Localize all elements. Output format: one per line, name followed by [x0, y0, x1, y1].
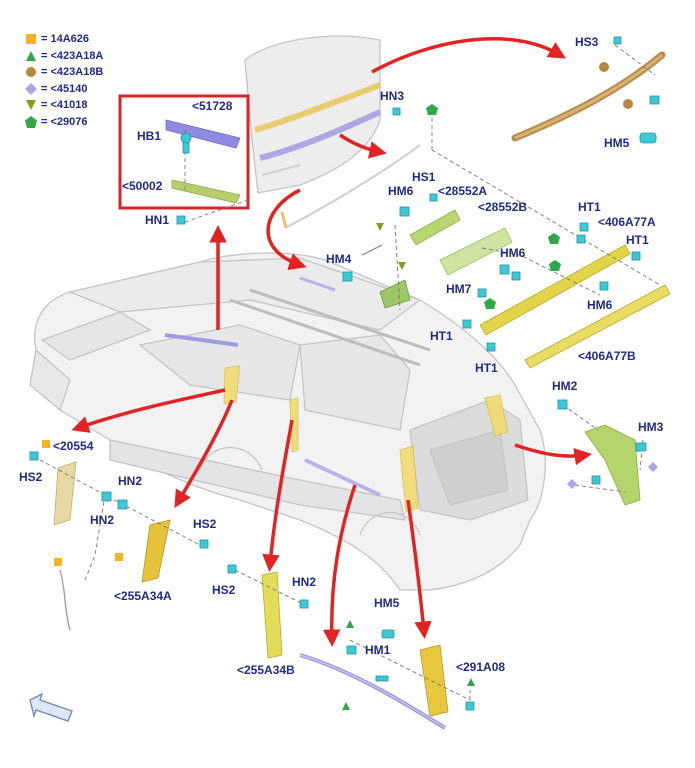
legend-item: = <45140 — [25, 81, 103, 98]
label-hs1: HS1 — [412, 170, 436, 184]
body-roof-seal-highlight — [164, 333, 239, 347]
inset-seal-51728 — [165, 119, 241, 149]
label-hm4: HM4 — [326, 252, 352, 266]
legend-item: = <41018 — [25, 97, 103, 114]
label-hm5-bottom: HM5 — [374, 596, 400, 610]
label-50002: <50002 — [122, 179, 163, 193]
clips — [29, 36, 660, 711]
label-hm1: HM1 — [365, 643, 391, 657]
legend-text: = 14A626 — [41, 33, 90, 46]
pentagon-icon — [25, 115, 37, 128]
label-291a08: <291A08 — [456, 660, 506, 674]
triangle-down-icon — [25, 99, 37, 111]
triangle-up-icon — [25, 50, 37, 62]
label-hs2-b: HS2 — [193, 517, 217, 531]
legend-text: = <29076 — [41, 115, 88, 128]
label-hm6-b: HM6 — [500, 246, 526, 260]
label-ht1-a: HT1 — [578, 200, 601, 214]
inset-highlight-box — [118, 94, 250, 210]
body-rocker-highlight — [304, 458, 381, 497]
body-pillar-highlights — [223, 365, 509, 513]
liftgate-lower-seal — [284, 144, 421, 229]
label-hm5-top: HM5 — [604, 136, 630, 150]
label-406a77b: <406A77B — [578, 349, 636, 363]
label-255a34a: <255A34A — [114, 589, 172, 603]
label-hn2-c: HN2 — [292, 575, 317, 589]
legend-text: = <423A18B — [41, 66, 104, 79]
liftgate — [244, 35, 382, 194]
label-28552b: <28552B — [478, 200, 528, 214]
roof-rails — [229, 288, 431, 367]
fastener-symbols — [42, 62, 658, 710]
legend-item: = <423A18B — [25, 64, 103, 81]
upper-weatherstrip — [511, 51, 666, 142]
label-hs2-c: HS2 — [212, 583, 236, 597]
label-hn3: HN3 — [380, 89, 405, 103]
label-hm7: HM7 — [446, 282, 472, 296]
label-hs2-a: HS2 — [19, 470, 43, 484]
legend-text: = <41018 — [41, 99, 88, 112]
label-ht1-d: HT1 — [475, 361, 498, 375]
label-hn2-a: HN2 — [118, 474, 143, 488]
label-ht1-b: HT1 — [626, 233, 649, 247]
label-hm3: HM3 — [638, 420, 664, 434]
rear-pillar-trim — [584, 424, 641, 506]
legend-item: = 14A626 — [25, 31, 103, 48]
legend-item: = <423A18A — [25, 48, 103, 65]
label-ht1-c: HT1 — [430, 329, 453, 343]
legend: = 14A626 = <423A18A = <423A18B = <45140 … — [25, 31, 103, 130]
label-hm6-c: HM6 — [587, 298, 613, 312]
label-hm6-a: HM6 — [388, 184, 414, 198]
legend-item: = <29076 — [25, 114, 103, 131]
label-hn1: HN1 — [145, 213, 170, 227]
circle-icon — [25, 66, 37, 78]
pillar-trims — [53, 461, 449, 717]
label-28552a: <28552A — [438, 184, 488, 198]
legend-text: = <423A18A — [41, 49, 104, 62]
label-hs3: HS3 — [575, 35, 599, 49]
diamond-icon — [25, 82, 37, 95]
label-20554: <20554 — [53, 439, 94, 453]
label-406a77a: <406A77A — [598, 215, 656, 229]
front-direction-arrow-icon — [29, 692, 73, 722]
body-roofline-highlight — [299, 276, 336, 292]
callout-arrows — [71, 37, 592, 647]
label-hm2-right: HM2 — [552, 379, 578, 393]
label-51728: <51728 — [192, 99, 233, 113]
roof-trim-parts — [361, 209, 671, 369]
label-hn2-b: HN2 — [90, 513, 115, 527]
inset-seal-50002 — [171, 179, 241, 204]
legend-text: = <45140 — [41, 82, 88, 95]
square-icon — [25, 33, 37, 45]
label-hb1: HB1 — [137, 129, 162, 143]
label-255a34b: <255A34B — [237, 663, 295, 677]
